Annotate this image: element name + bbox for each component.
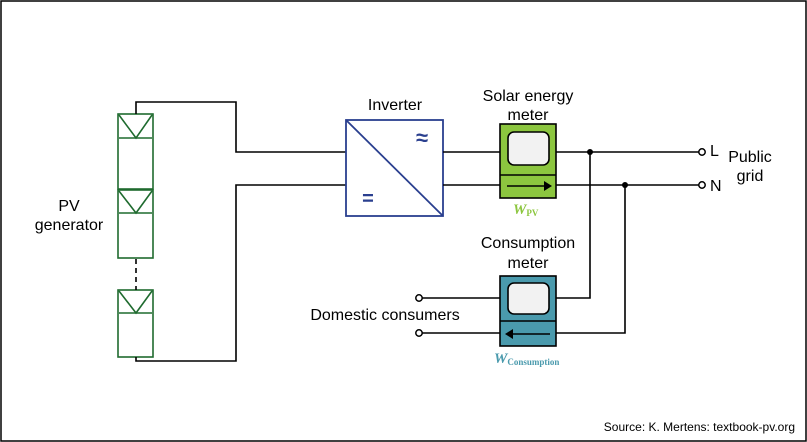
source-credit: Source: K. Mertens: textbook-pv.org [604, 420, 795, 434]
terminal-L-label: L [710, 143, 719, 160]
terminal-L-circle [698, 148, 706, 156]
pv-generator-label-line2: generator [35, 217, 104, 234]
w-consumption-label: WConsumption [494, 351, 559, 367]
pv-generator-label-line1: PV [58, 198, 80, 215]
consumption-meter-label-line1: Consumption [481, 235, 575, 252]
w-pv-label: WPV [513, 202, 539, 218]
junction-N [622, 182, 628, 188]
junction-L [587, 149, 593, 155]
solar-meter-label-line1: Solar energy [483, 88, 574, 105]
consumption-meter-label-line2: meter [508, 255, 550, 272]
solar-energy-meter [499, 123, 557, 199]
solar-meter-label-line2: meter [508, 107, 550, 124]
domestic-consumers-label: Domestic consumers [310, 307, 459, 324]
public-grid-label-line1: Public [728, 149, 772, 166]
inverter-ac-symbol: ≈ [416, 125, 428, 150]
consumption-meter [499, 275, 557, 347]
inverter-box [345, 119, 444, 217]
domestic-terminal-N-circle [415, 329, 423, 337]
consumption-wire-L [556, 152, 591, 299]
pv-module-2 [117, 189, 154, 259]
dc-wire-positive [135, 101, 346, 153]
dc-wire-negative [135, 184, 346, 362]
terminal-N-circle [698, 181, 706, 189]
inverter-label: Inverter [368, 97, 423, 114]
inverter-dc-symbol: = [362, 188, 374, 210]
domestic-terminal-L-circle [415, 294, 423, 302]
pv-module-1 [117, 113, 154, 190]
consumption-wire-N [556, 185, 626, 334]
terminal-N-label: N [710, 178, 722, 195]
public-grid-label-line2: grid [737, 168, 764, 185]
pv-module-3 [117, 289, 154, 358]
